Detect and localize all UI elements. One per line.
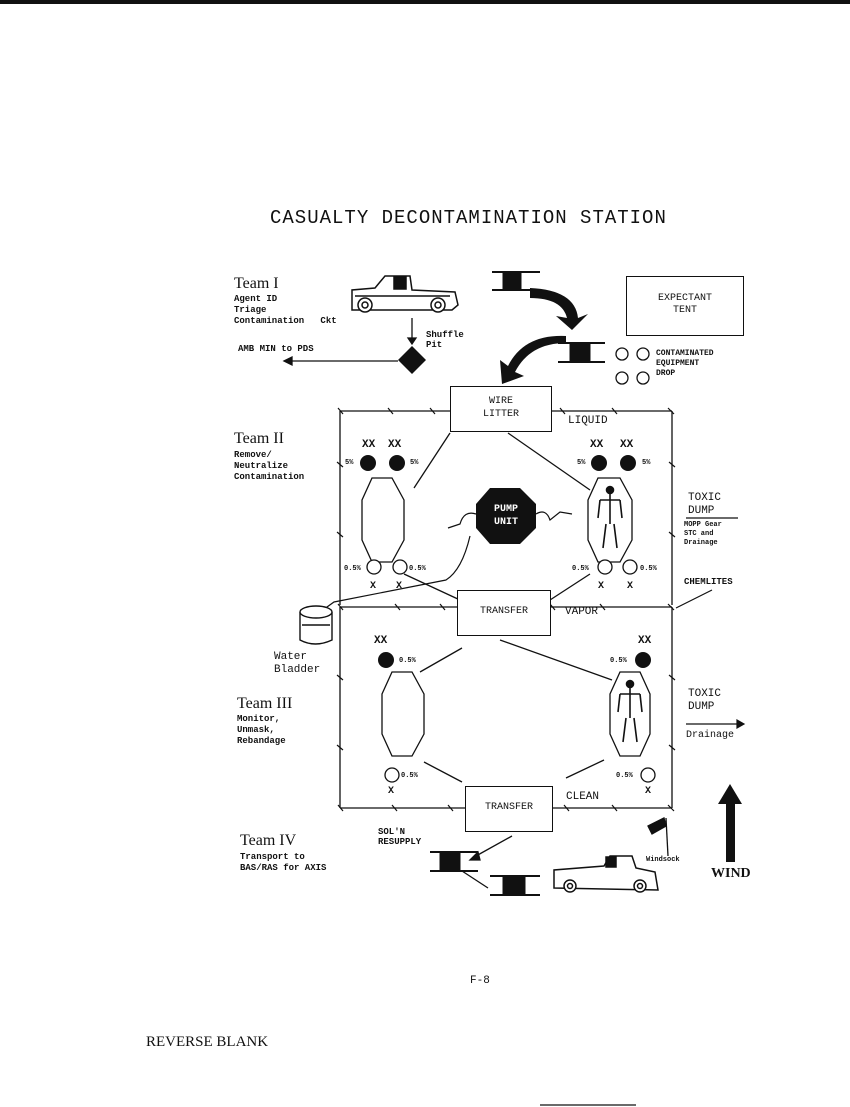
amb-label: AMB MIN to PDS (238, 344, 314, 354)
amb-arrow (282, 355, 398, 367)
equipment-drop-circles (615, 347, 650, 385)
team3-dark-tubs (378, 652, 651, 668)
team4-arrows (461, 835, 513, 889)
team2-half-label-4: 0.5% (640, 565, 657, 573)
team2-dark-tubs (360, 455, 636, 471)
team2-half-label-3: 0.5% (572, 565, 589, 573)
team2-five-label-1: 5% (345, 459, 354, 467)
team2-half-label-1: 0.5% (344, 565, 361, 573)
diagram-title: CASUALTY DECONTAMINATION STATION (270, 207, 667, 229)
team3-x-label-2: X (645, 786, 652, 797)
toxic-dump-label-2: TOXIC DUMP (688, 688, 722, 713)
team2-five-label-2: 5% (410, 459, 419, 467)
team3-half-label-1: 0.5% (399, 657, 416, 665)
pump-hoses (319, 511, 573, 613)
team3-line-3: Rebandage (237, 736, 286, 746)
pump-unit-label: PUMP UNIT (493, 504, 518, 528)
team2-x-label-2: X (396, 581, 403, 592)
contaminated-equipment-label: CONTAMINATED EQUIPMENT DROP (656, 349, 714, 378)
team2-light-tubs (366, 559, 638, 575)
transfer-label-1: TRANSFER (479, 606, 528, 617)
top-rule (0, 0, 850, 4)
pump-unit-hexagon (476, 488, 536, 544)
page-number: F-8 (470, 975, 490, 987)
team2-x-label-3: X (598, 581, 605, 592)
vapor-label: VAPOR (565, 606, 599, 618)
team1-line-3: Contamination Ckt (234, 316, 337, 326)
stretcher-icon-top (492, 271, 540, 291)
team3-x-label-1: X (388, 786, 395, 797)
team3-half-label-3: 0.5% (401, 772, 418, 780)
drainage-arrow (686, 718, 746, 730)
drainage-label: Drainage (686, 730, 735, 741)
stretcher-icon-evac (490, 875, 540, 896)
team2-x-label-1: X (370, 581, 377, 592)
team3-half-label-2: 0.5% (610, 657, 627, 665)
expectant-tent-label: EXPECTANT TENT (657, 293, 712, 316)
wire-litter-box: WIRE LITTER (450, 386, 552, 432)
windsock-icon (647, 817, 669, 857)
team3-flow-lines (419, 639, 613, 783)
team2-xx-label-4: XX (620, 439, 634, 451)
toxic-dump-label-1: TOXIC DUMP (688, 492, 722, 517)
team2-xx-label-1: XX (362, 439, 376, 451)
wind-arrow-icon (718, 784, 742, 862)
transfer-box-2: TRANSFER (465, 786, 553, 832)
water-bladder-label: Water Bladder (274, 651, 321, 676)
stretcher-icon-resupply (430, 851, 478, 872)
sol-resupply-label: SOL'N RESUPPLY (378, 827, 422, 847)
team2-xx-label-3: XX (590, 439, 604, 451)
transfer-label-2: TRANSFER (484, 802, 533, 813)
chemlites-pointer (675, 589, 713, 609)
team4-label: Team IV (240, 832, 297, 849)
team2-xx-label-2: XX (388, 439, 402, 451)
curved-arrow-right (530, 288, 588, 330)
team1-line-2: Triage (234, 305, 267, 315)
team1-line-1: Agent ID (234, 294, 278, 304)
team3-casualty-figure (617, 679, 643, 743)
team2-line-1: Remove/ (234, 450, 272, 460)
windsock-label: Windsock (646, 856, 680, 864)
team2-casualty-figure (597, 485, 623, 549)
shuffle-pit-arrow (406, 318, 418, 346)
team3-xx-label-2: XX (638, 635, 652, 647)
team2-half-label-2: 0.5% (409, 565, 426, 573)
team3-half-label-4: 0.5% (616, 772, 633, 780)
team2-line-2: Neutralize (234, 461, 289, 471)
curved-arrow-left (500, 335, 566, 384)
team3-light-tubs (384, 767, 656, 783)
mopp-gear-label: MOPP Gear STC and Drainage (684, 521, 722, 547)
chemlites-label: CHEMLITES (684, 577, 733, 587)
team3-xx-label-1: XX (374, 635, 388, 647)
wire-litter-label: WIRE LITTER (482, 396, 519, 420)
team3-line-1: Monitor, (237, 714, 281, 724)
team4-line-2: BAS/RAS for AXIS (240, 863, 327, 873)
perimeter-ticks (336, 407, 676, 812)
ambulance-icon-bottom (553, 855, 659, 893)
team2-five-label-3: 5% (577, 459, 586, 467)
team2-line-3: Contamination (234, 472, 305, 482)
reverse-blank-note: REVERSE BLANK (146, 1034, 269, 1050)
transfer-box-1: TRANSFER (457, 590, 551, 636)
team3-line-2: Unmask, (237, 725, 275, 735)
team2-label: Team II (234, 430, 284, 447)
team3-label: Team III (237, 695, 293, 712)
liquid-label: LIQUID (568, 415, 608, 427)
water-bladder-icon (299, 605, 333, 645)
team4-line-1: Transport to (240, 852, 305, 862)
stretcher-icon-contaminated (558, 342, 605, 363)
team2-x-label-4: X (627, 581, 634, 592)
ambulance-icon-top (351, 275, 459, 313)
shuffle-pit-label: Shuffle Pit (426, 330, 464, 350)
team2-flow-lines (403, 432, 591, 601)
wind-label: WIND (711, 866, 751, 881)
team3-litters (381, 671, 651, 757)
team2-five-label-4: 5% (642, 459, 651, 467)
clean-label: CLEAN (566, 791, 600, 803)
shuffle-pit-diamond (398, 346, 426, 374)
team1-label: Team I (234, 275, 279, 292)
expectant-tent-box: EXPECTANT TENT (626, 276, 744, 336)
